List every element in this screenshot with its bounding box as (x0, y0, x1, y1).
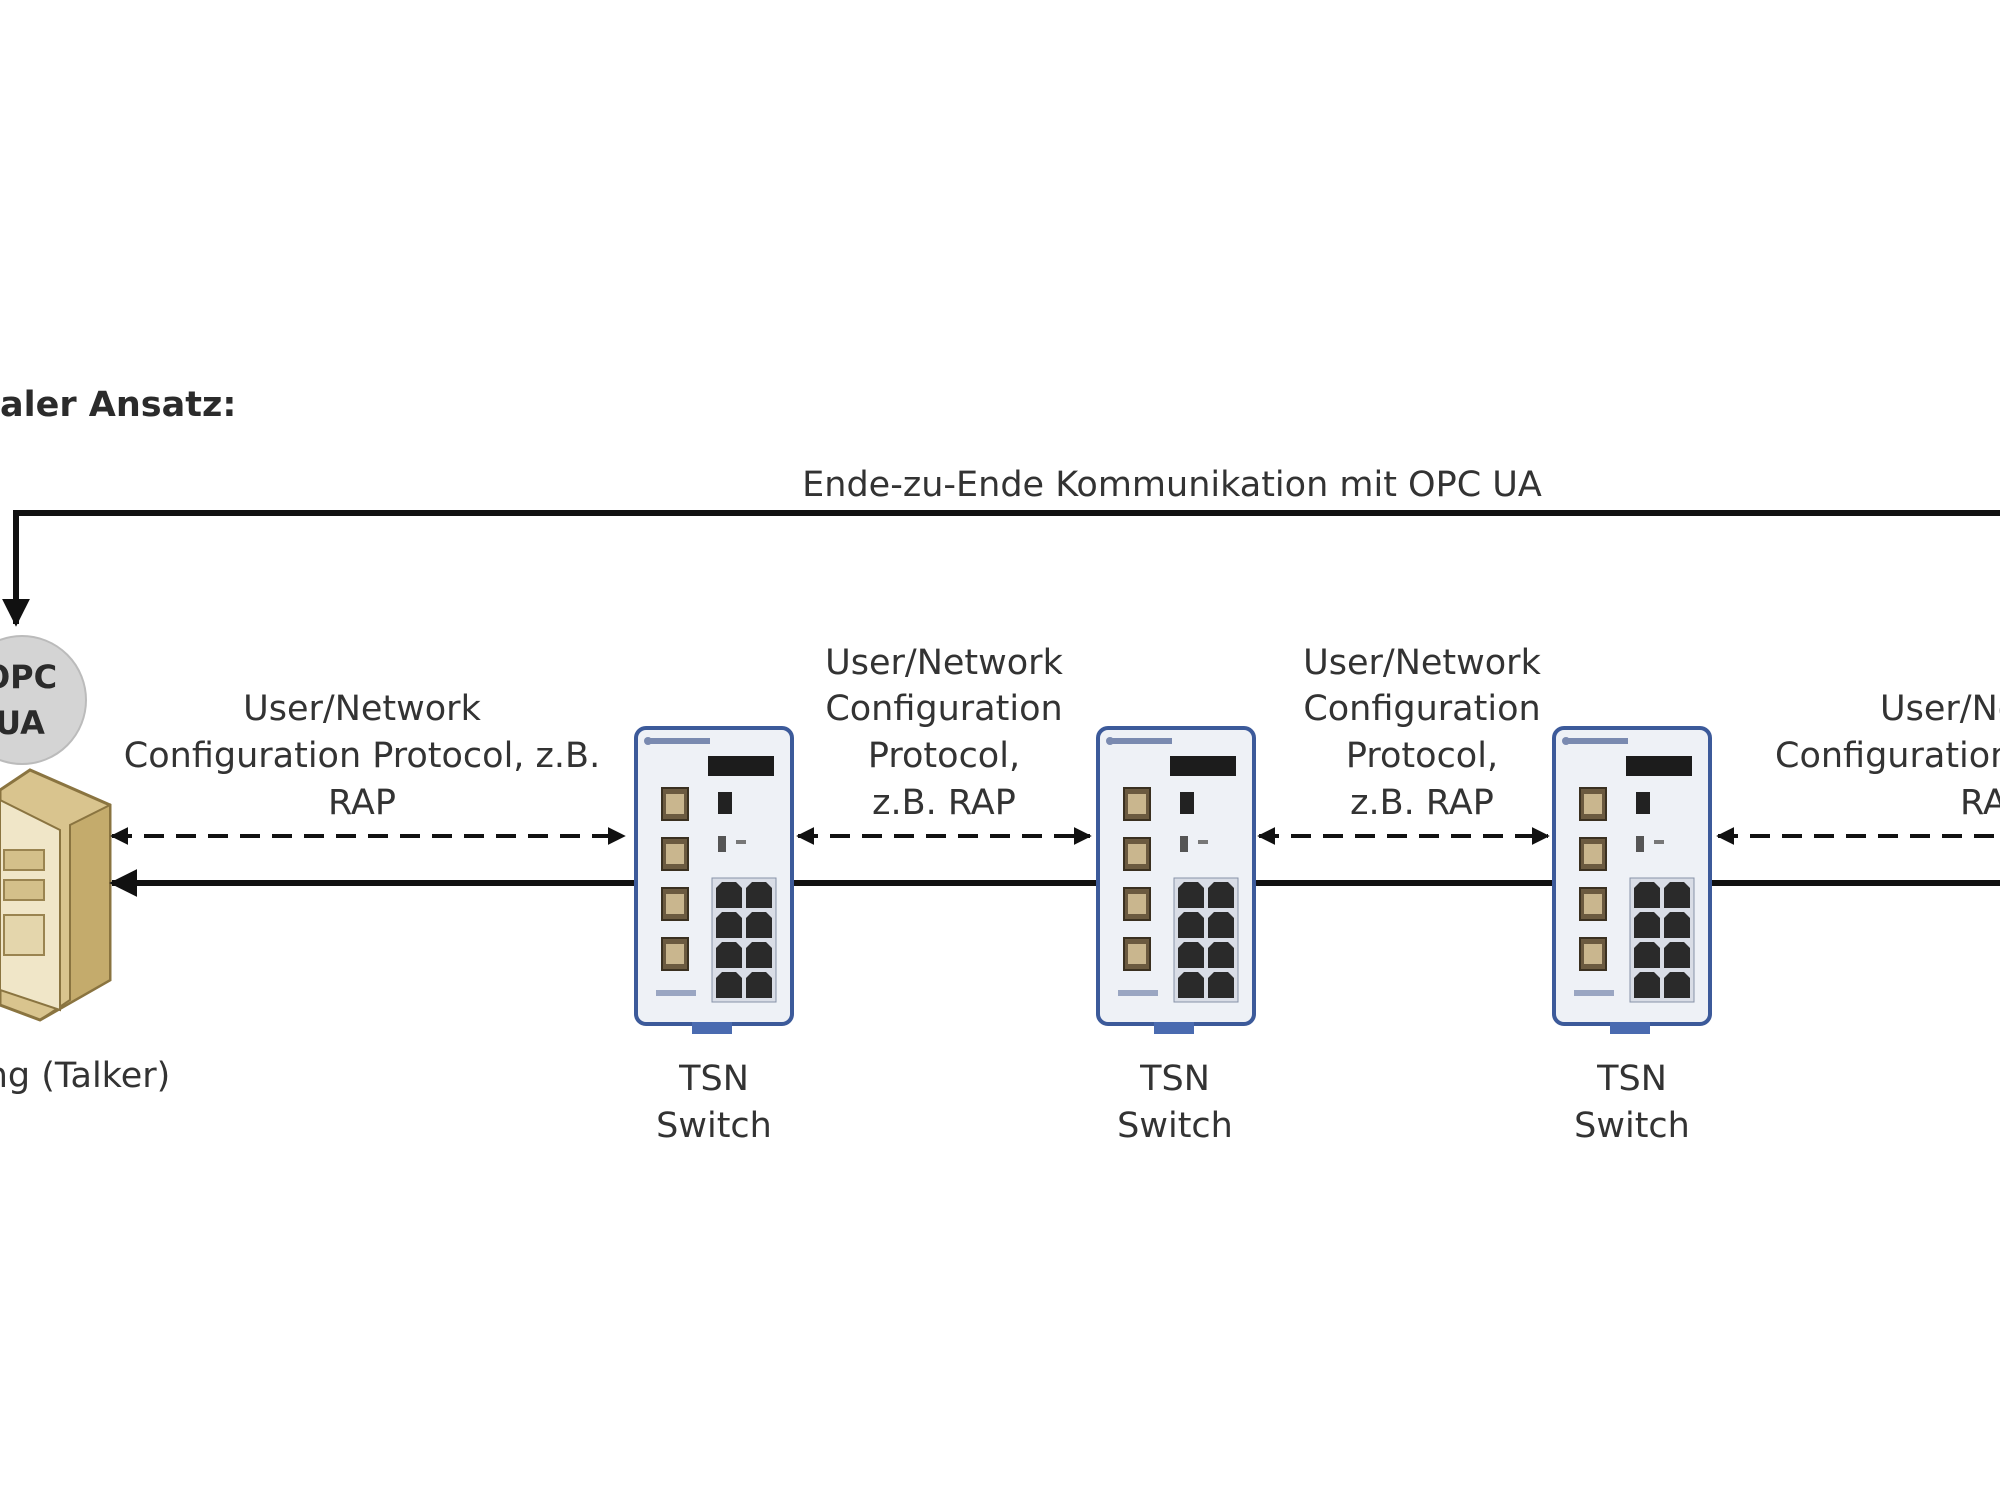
switch-label-line2: Switch (656, 1106, 772, 1146)
protocol-label-line: Configuration (825, 689, 1062, 729)
switch-label-line1: TSN (678, 1059, 749, 1099)
e2e-label: Ende-zu-Ende Kommunikation mit OPC UA (802, 465, 1542, 505)
protocol-label-line: User/Network (825, 643, 1063, 683)
protocol-label-line: Configuration (1303, 689, 1540, 729)
talker-server-icon (0, 768, 112, 1022)
protocol-label-line: Configuration Protocol, z.B. (124, 736, 600, 776)
switch-label-1: TSN Switch (656, 1059, 772, 1146)
protocol-label-line: User/Ne (1880, 689, 2000, 729)
protocol-label-line: RAP (328, 783, 396, 823)
opc-badge-line1: OPC (0, 658, 57, 696)
opc-badge-line2: UA (0, 704, 45, 742)
switch-label-3: TSN Switch (1574, 1059, 1690, 1146)
talker-label: ng (Talker) (0, 1056, 170, 1096)
protocol-label-4: User/Ne Configuration RA (1775, 689, 2000, 823)
tsn-switch-icon (1096, 726, 1256, 1034)
opc-ua-badge: OPC UA (0, 635, 87, 765)
diagram-heading: aler Ansatz: (0, 385, 236, 425)
protocol-label-line: z.B. RAP (1350, 783, 1494, 823)
protocol-label-line: RA (1960, 783, 2000, 823)
tsn-switch-icon (634, 726, 794, 1034)
protocol-label-line: z.B. RAP (872, 783, 1016, 823)
switch-label-line1: TSN (1139, 1059, 1210, 1099)
protocol-label-line: Protocol, (868, 736, 1020, 776)
protocol-label-line: Protocol, (1346, 736, 1498, 776)
switch-label-line2: Switch (1574, 1106, 1690, 1146)
switch-label-2: TSN Switch (1117, 1059, 1233, 1146)
protocol-label-line: Configuration (1775, 736, 2000, 776)
tsn-switch-icon (1552, 726, 1712, 1034)
protocol-label-2: User/Network Configuration Protocol, z.B… (825, 643, 1063, 823)
switch-label-line2: Switch (1117, 1106, 1233, 1146)
protocol-label-line: User/Network (243, 689, 481, 729)
protocol-label-3: User/Network Configuration Protocol, z.B… (1303, 643, 1541, 823)
protocol-label-line: User/Network (1303, 643, 1541, 683)
e2e-connection-line (2, 510, 2000, 627)
switch-label-line1: TSN (1596, 1059, 1667, 1099)
protocol-label-1: User/Network Configuration Protocol, z.B… (124, 689, 600, 823)
